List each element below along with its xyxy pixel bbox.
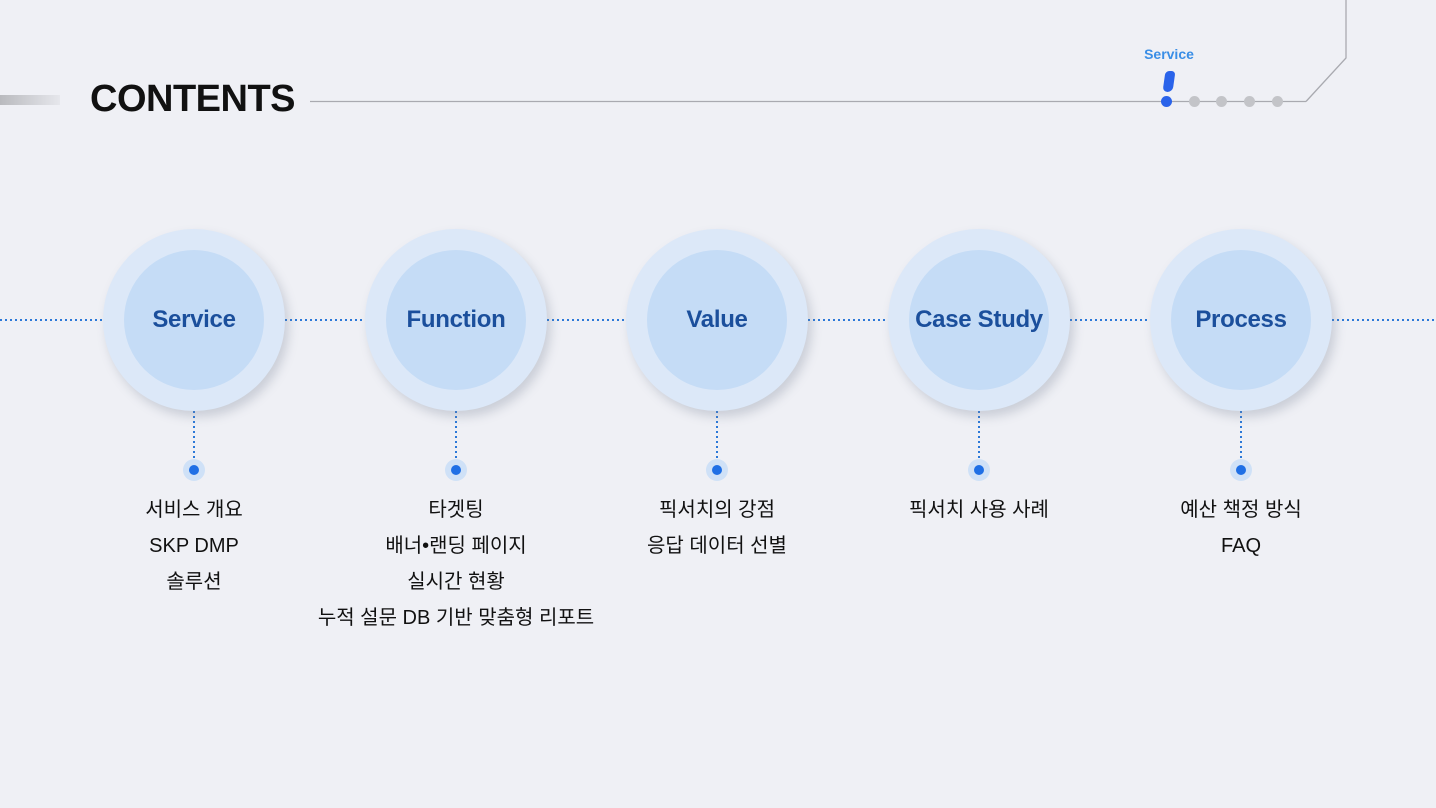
page-title: CONTENTS [90, 78, 296, 120]
section-item[interactable]: 누적 설문 DB 기반 맞춤형 리포트 [317, 607, 595, 629]
section-node-inner: Service [124, 250, 264, 390]
section-node-process[interactable]: Process [1150, 229, 1332, 411]
nav-dot-2[interactable] [1188, 96, 1200, 107]
section-item[interactable]: 응답 데이터 선별 [647, 535, 787, 557]
section-item[interactable]: 배너•랜딩 페이지 [385, 535, 527, 557]
timeline-dot-icon [445, 459, 467, 481]
nav-dot-3[interactable] [1216, 96, 1228, 107]
section-item[interactable]: 예산 책정 방식 [1180, 499, 1302, 521]
section-item[interactable]: 픽서치 사용 사례 [909, 499, 1049, 521]
timeline-dot-core [1236, 465, 1246, 475]
section-item[interactable]: 픽서치의 강점 [659, 499, 775, 521]
section-item[interactable]: 실시간 현황 [407, 571, 505, 593]
section-node-label: Value [686, 306, 748, 333]
section-node-label: Process [1195, 306, 1287, 333]
section-node-label: Service [152, 306, 236, 333]
timeline-dot-core [189, 465, 199, 475]
section-item[interactable]: FAQ [1220, 535, 1261, 557]
section-item[interactable]: 서비스 개요 [145, 499, 243, 521]
timeline-dot-icon [968, 459, 990, 481]
section-items-service: 서비스 개요 SKP DMP 솔루션 [34, 492, 354, 600]
section-node-label: Case Study [915, 306, 1043, 333]
section-node-service[interactable]: Service [103, 229, 285, 411]
nav-dot-4[interactable] [1244, 96, 1256, 107]
section-item[interactable]: SKP DMP [149, 535, 239, 557]
timeline-dot-icon [183, 459, 205, 481]
section-item[interactable]: 솔루션 [166, 571, 222, 593]
section-node-inner: Case Study [909, 250, 1049, 390]
timeline-dot-core [974, 465, 984, 475]
header-rule [310, 0, 1347, 103]
nav-dot-1[interactable] [1161, 96, 1172, 107]
section-node-inner: Function [386, 250, 526, 390]
section-items-process: 예산 책정 방식 FAQ [1081, 492, 1401, 564]
timeline-dot-icon [1230, 459, 1252, 481]
section-node-inner: Process [1171, 250, 1311, 390]
section-node-value[interactable]: Value [626, 229, 808, 411]
section-node-label: Function [406, 306, 506, 333]
nav-dot-5[interactable] [1271, 96, 1283, 107]
section-items-case-study: 픽서치 사용 사례 [819, 492, 1139, 528]
current-section-label: Service [1144, 46, 1194, 62]
section-node-inner: Value [647, 250, 787, 390]
section-node-function[interactable]: Function [365, 229, 547, 411]
timeline-dot-icon [706, 459, 728, 481]
timeline-dot-core [451, 465, 461, 475]
timeline-dot-core [712, 465, 722, 475]
header-accent-bar [0, 95, 60, 105]
section-node-case-study[interactable]: Case Study [888, 229, 1070, 411]
section-item[interactable]: 타겟팅 [428, 499, 484, 521]
